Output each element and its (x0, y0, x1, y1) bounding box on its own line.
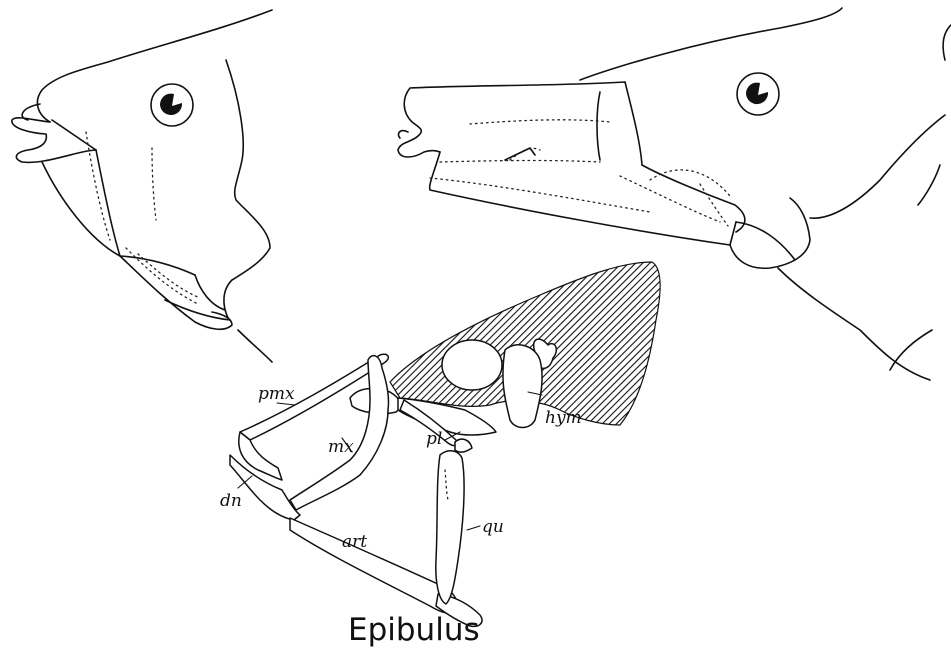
orbit-outline (442, 340, 502, 390)
label-palatine: pl (426, 429, 442, 449)
quadrate-bone (436, 451, 464, 604)
figure-title: Epibulus (348, 612, 480, 648)
head-closed-mouth (12, 10, 272, 362)
label-dentary: dn (220, 491, 242, 511)
maxilla-bone (290, 356, 389, 510)
label-articular: art (342, 532, 367, 552)
label-maxilla: mx (328, 437, 354, 457)
label-premaxilla: pmx (258, 384, 295, 404)
articular-bone (290, 518, 457, 613)
label-hyomandibular: hym (545, 408, 582, 428)
hyomandibular-bone (503, 345, 542, 428)
label-quadrate: qu (482, 517, 504, 537)
jaw-skeleton-diagram (230, 262, 660, 626)
